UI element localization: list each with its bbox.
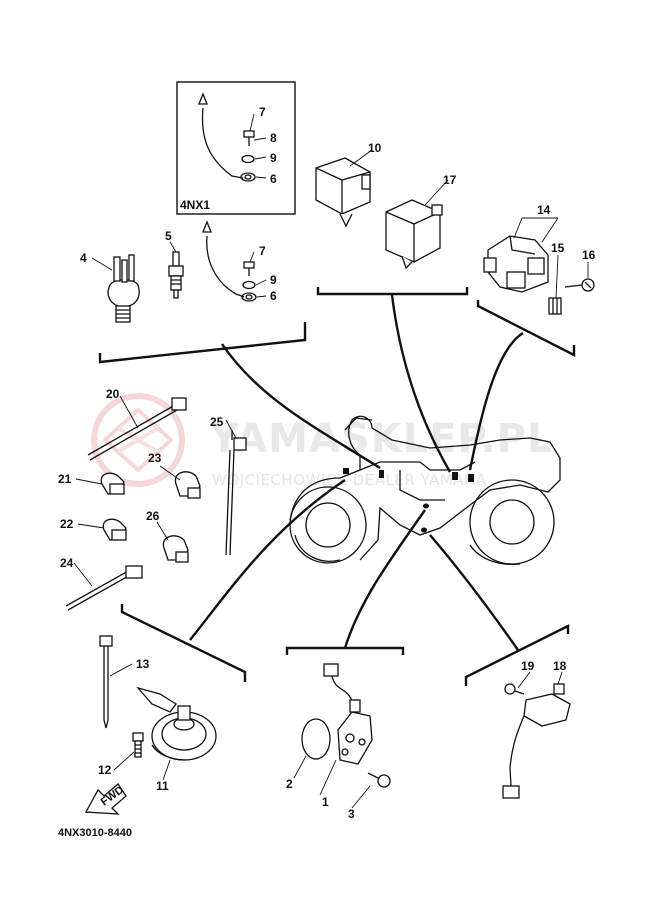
cable-tie-icon: [65, 565, 143, 611]
earth-lead-icon: [202, 220, 257, 302]
part-number: 22: [60, 517, 74, 531]
part-number: 5: [165, 229, 172, 243]
sensor-icon: [168, 251, 184, 299]
part-number: 6: [270, 172, 277, 186]
part-number: 25: [210, 415, 224, 429]
group-brackets: [98, 287, 576, 686]
reference-code: 4NX3010-8440: [58, 827, 132, 839]
part-number: 7: [259, 244, 266, 258]
neutral-switch-icon: [323, 663, 373, 765]
watermark-brand: YAMASKLEP.PL: [209, 416, 553, 462]
connector-mark: [468, 474, 474, 482]
part-number: 1: [322, 795, 329, 809]
connector-mark: [379, 470, 384, 478]
part-number: 10: [368, 141, 382, 155]
brake-switch-icon: [502, 683, 571, 799]
watermark-logo-icon: [91, 393, 185, 487]
ring-terminal-icon: [240, 172, 256, 182]
part-number: 7: [259, 105, 266, 119]
cable-band-icon: [225, 430, 247, 556]
clamp-icon: [100, 472, 125, 495]
watermark: YAMASKLEP.PL WOJCIECHOWICZ DEALER YAMAHA: [91, 393, 553, 489]
clamp-icon: [162, 535, 189, 563]
connector-mark: [452, 472, 458, 480]
part-number: 17: [443, 173, 457, 187]
fuse-icon: [548, 297, 562, 315]
connector-mark: [423, 503, 429, 509]
part-number: 6: [270, 289, 277, 303]
motorcycle-outline: [289, 415, 561, 566]
part-number: 24: [60, 556, 74, 570]
bolt-icon: [504, 683, 525, 695]
part-number: 8: [270, 131, 277, 145]
inset-4nx1: 4NX1: [176, 81, 296, 215]
cable-tie-icon: [87, 397, 187, 461]
relay-icon: [315, 157, 371, 228]
part-number: 9: [270, 273, 277, 287]
screw-icon: [367, 772, 391, 788]
part-number: 20: [106, 387, 120, 401]
clamp-icon: [102, 518, 127, 541]
part-number: 16: [582, 248, 596, 262]
washer-icon: [241, 154, 255, 164]
part-number: 23: [148, 451, 162, 465]
part-number: 9: [270, 151, 277, 165]
bolt-icon: [132, 732, 144, 758]
watermark-subtitle: WOJCIECHOWICZ DEALER YAMAHA: [212, 471, 487, 489]
part-number: 14: [537, 203, 551, 217]
part-number: 13: [136, 657, 150, 671]
part-number: 3: [348, 807, 355, 821]
screw-icon: [564, 278, 595, 292]
part-number: 21: [58, 472, 72, 486]
starter-relay-icon: [483, 235, 549, 293]
forward-arrow-icon: FWD: [84, 783, 127, 815]
clamp-icon: [174, 471, 201, 499]
part-number: 19: [521, 659, 535, 673]
part-number: 18: [553, 659, 567, 673]
relay-icon: [385, 199, 443, 270]
pressure-switch-icon: [107, 254, 140, 323]
part-labels: 1 2 3 4 5 6 6 7 7 8 9 9 10 11 12 13 14 1…: [58, 105, 596, 821]
inset-label: 4NX1: [180, 198, 210, 212]
connector-mark: [421, 527, 427, 533]
horn-icon: [136, 686, 217, 761]
o-ring-icon: [301, 718, 331, 760]
part-number: 2: [286, 777, 293, 791]
bolt-icon: [243, 130, 255, 146]
leader-lines: [73, 113, 589, 809]
part-number: 26: [146, 509, 160, 523]
part-number: 12: [98, 763, 112, 777]
part-number: 11: [156, 779, 169, 793]
connector-mark: [343, 468, 349, 474]
part-number: 4: [80, 251, 87, 265]
part-number: 15: [551, 241, 565, 255]
cable-tie-icon: [99, 635, 113, 729]
